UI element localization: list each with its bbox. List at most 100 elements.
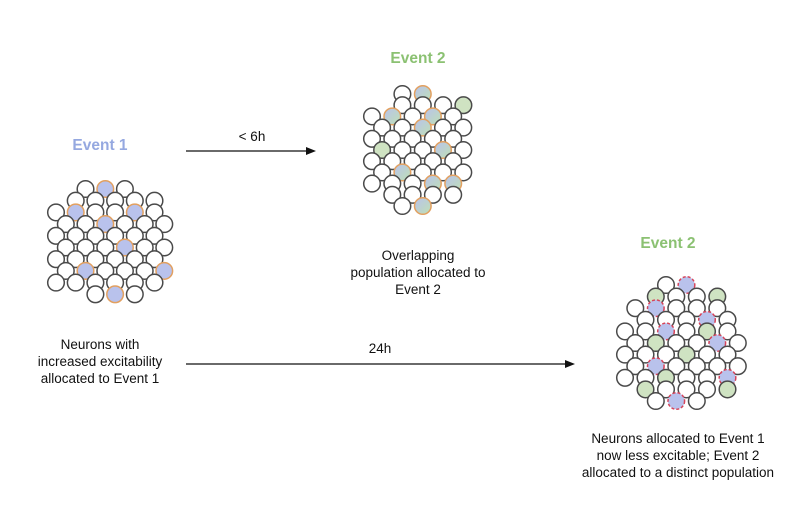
event2-early-neuron-2 [393,96,412,115]
event1-caption-line2: increased excitability [37,354,163,369]
event2-late-caption: Neurons allocated to Event 1 now less ex… [558,430,798,481]
event1-neuron-event1-9 [66,203,85,222]
event2-late-neuron-25 [687,333,706,353]
event2-early-neuron-event2-21 [373,140,392,160]
event2-late-neuron-event2-31 [677,345,696,364]
event1-neuron-40 [96,261,115,280]
event2-early-neuron-overlap-13 [413,118,432,137]
event2-late-neuron-event1-less-excitable-35 [646,357,665,376]
event1-neuron-20 [46,226,66,245]
event2-early-neuron-45 [393,196,412,216]
event1-neuron-41 [115,261,134,280]
event2-late-title: Event 2 [640,235,696,252]
event2-early-neuron-31 [373,163,392,182]
event2-late-neuron-event2-46 [636,380,655,399]
event2-early-neuron-19 [423,129,442,148]
event1-neuron-30 [135,238,154,257]
event1-neuron-18 [135,215,154,234]
event1-neuron-21 [66,226,85,245]
event2-late-neuron-21 [718,322,737,341]
event2-early-neuron-overlap-32 [393,163,412,182]
event2-late-neuron-27 [728,333,747,353]
event1-neuron-42 [135,261,154,280]
event2-late-neuron-0 [656,275,676,295]
event1-caption: Neurons with increased excitability allo… [10,336,190,387]
event2-late-neuron-34 [626,357,645,376]
event1-neuron-19 [155,215,174,234]
event2-late-neuron-event2-23 [646,333,665,353]
event2-late-neuron-40 [615,368,635,387]
event1-neuron-52 [125,285,144,304]
event2-early-neuron-22 [393,140,412,160]
event2-early-neuron-overlap-9 [423,107,442,126]
event2-late-neuron-8 [667,299,686,318]
event2-early-caption-line2: population allocated to [350,265,486,280]
event2-late-neuron-51 [646,391,665,411]
event1-neuron-10 [86,203,105,222]
event1-neuron-23 [106,226,125,245]
event1-neuron-11 [106,203,125,222]
event2-early-neuron-44 [444,185,463,204]
event1-neuron-2 [115,179,134,199]
event2-early-neuron-10 [444,107,463,126]
event2-late-neuron-39 [728,357,747,376]
event1-neuron-35 [106,250,125,269]
event2-early-neuron-overlap-46 [413,196,432,216]
event1-neuron-37 [145,250,164,269]
event1-neuron-event1-16 [96,215,115,234]
event2-early-neuron-17 [383,129,402,148]
short-arrowhead [306,147,316,155]
event2-late-neuron-29 [636,345,655,364]
event2-early-neuron-8 [403,107,422,126]
event1-neuron-50 [86,285,105,304]
event1-neuron-event1-51 [106,285,125,304]
event2-late-neuron-47 [656,380,676,399]
event1-caption-line3: allocated to Event 1 [40,371,160,386]
event2-early-neuron-3 [413,96,432,115]
event1-neuron-13 [145,203,164,222]
event1-neuron-33 [66,250,85,269]
event2-early-neuron-25 [454,140,473,160]
event2-early-neuron-43 [423,185,442,204]
event1-title: Event 1 [72,137,128,154]
event2-early-neuron-28 [403,152,422,171]
event2-late-neuron-event2-20 [697,322,717,341]
event2-late-neuron-32 [697,345,717,364]
event2-early-neuron-15 [454,118,473,137]
event2-early-neuron-30 [444,152,463,171]
event2-early-neuron-42 [403,185,422,204]
event1-neuron-45 [66,273,85,292]
event2-late-neuron-48 [677,380,696,399]
long-arrow-label: 24h [368,341,392,356]
event2-early-neuron-41 [383,185,402,204]
event2-early-caption-line3: Event 2 [395,282,441,297]
event2-late-neuron-event1-less-excitable-7 [646,299,665,318]
event2-late-neuron-53 [687,391,706,411]
event1-neuron-22 [86,226,105,245]
event2-late-neuron-28 [615,345,635,364]
event2-late-neuron-10 [708,299,727,318]
event2-early-neuron-overlap-7 [383,107,402,126]
event2-late-neuron-30 [656,345,676,364]
event1-neuron-event1-29 [115,238,134,257]
event1-neuron-event1-43 [155,261,174,280]
event1-neuron-event1-39 [76,261,95,280]
event2-early-neuron-overlap-24 [433,140,453,160]
event2-early-neuron-27 [383,152,402,171]
event1-neuron-36 [125,250,144,269]
event2-late-neuron-event2-50 [718,380,737,399]
event2-early-neuron-36 [362,174,382,193]
event1-neuron-32 [46,250,66,269]
event2-late-neuron-event1-less-excitable-52 [667,391,686,411]
event2-late-neuron-37 [687,357,706,376]
event2-early-neuron-26 [362,152,382,171]
event2-late-neuron-36 [667,357,686,376]
event2-early-neuron-12 [393,118,412,137]
event2-late-neuron-event1-less-excitable-1 [677,275,696,295]
event2-early-neuron-16 [362,129,382,148]
event1-neuron-26 [56,238,75,257]
event1-caption-line1: Neurons with [60,337,140,352]
event2-late-neuron-24 [667,333,686,353]
event2-early-neuron-cluster [362,84,473,216]
